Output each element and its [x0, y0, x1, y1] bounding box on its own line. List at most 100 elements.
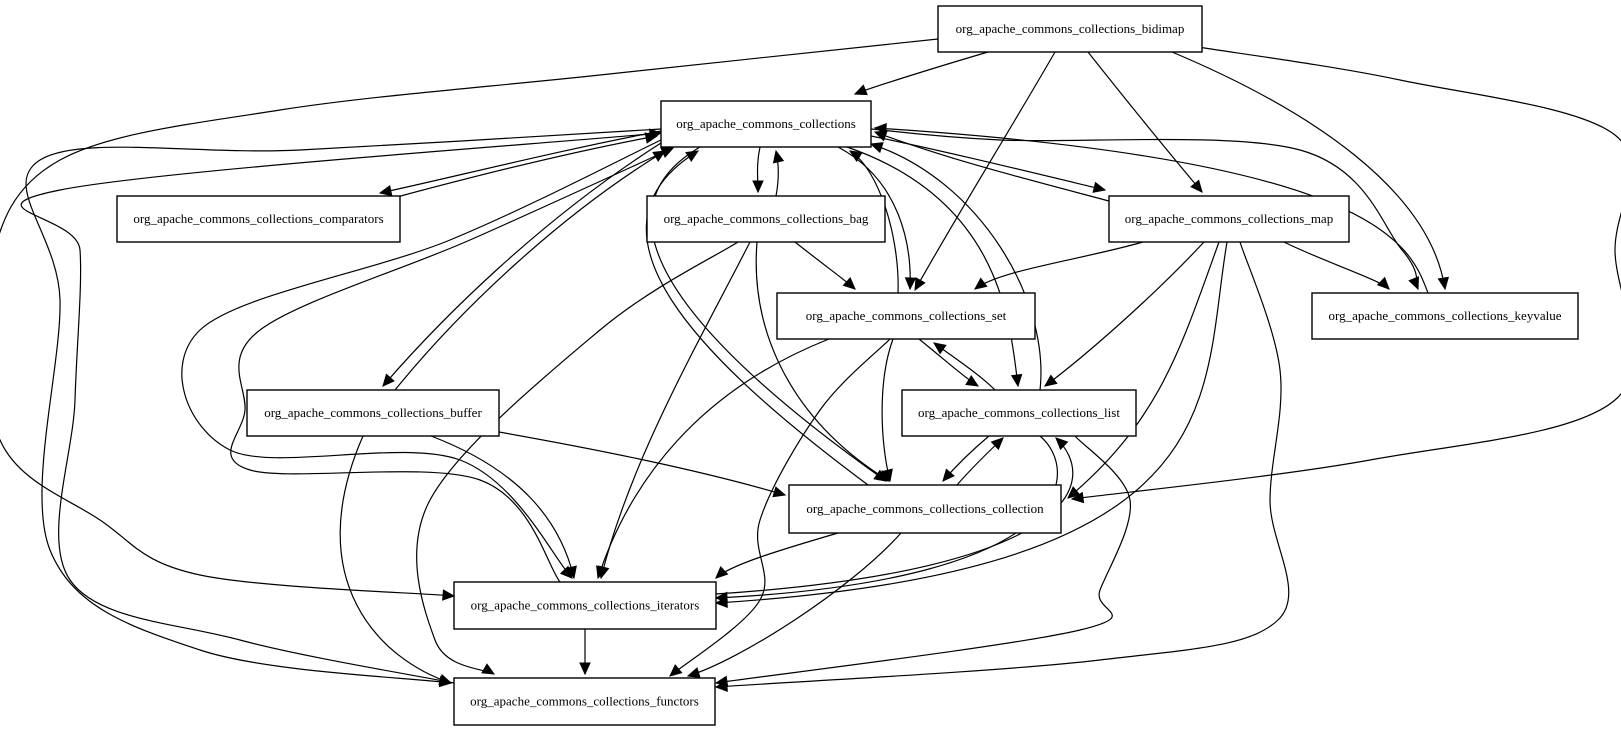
edge-line	[339, 435, 452, 684]
node-keyvalue[interactable]: org_apache_commons_collections_keyvalue	[1311, 292, 1579, 340]
node-collections[interactable]: org_apache_commons_collections	[660, 100, 872, 148]
edge-buffer-to-functors	[339, 435, 453, 685]
arrowhead-icon	[715, 565, 729, 579]
node-comparators[interactable]: org_apache_commons_collections_comparato…	[116, 195, 401, 243]
edge-bag-to-set	[794, 241, 856, 290]
arrowhead-icon	[1376, 276, 1390, 290]
edge-line	[881, 338, 894, 482]
edge-line	[0, 38, 939, 597]
node-label: org_apache_commons_collections_set	[806, 308, 1007, 323]
arrowhead-icon	[596, 565, 608, 580]
node-label: org_apache_commons_collections_keyvalue	[1329, 308, 1562, 323]
edge-line	[870, 143, 1042, 391]
node-buffer[interactable]: org_apache_commons_collections_buffer	[246, 389, 500, 437]
arrowhead-icon	[904, 277, 917, 291]
edge-line	[430, 435, 575, 579]
arrowhead-icon	[714, 675, 729, 688]
edge-line	[974, 241, 1144, 290]
node-label: org_apache_commons_collections_bag	[664, 211, 869, 226]
arrowhead-icon	[686, 667, 701, 679]
arrowhead-icon	[649, 128, 663, 140]
arrowhead-icon	[942, 468, 955, 482]
node-functors[interactable]: org_apache_commons_collections_functors	[453, 677, 716, 726]
edge-bag-to-iterators	[598, 241, 751, 580]
node-box	[660, 100, 872, 148]
edge-collections-to-keyvalue	[870, 128, 1419, 291]
arrowhead-icon	[481, 663, 496, 675]
node-box	[646, 195, 886, 243]
arrowhead-icon	[714, 591, 728, 604]
edge-line	[20, 132, 662, 684]
node-iterators[interactable]: org_apache_commons_collections_iterators	[453, 581, 717, 630]
nodes-layer: org_apache_commons_collections_bidimapor…	[116, 5, 1579, 726]
edge-map-to-keyvalue	[1283, 241, 1390, 290]
edge-list-to-set	[933, 342, 996, 391]
arrowhead-icon	[869, 142, 884, 154]
node-box	[1108, 195, 1350, 243]
node-set[interactable]: org_apache_commons_collections_set	[776, 292, 1036, 340]
edge-functors-to-collections	[20, 128, 663, 684]
edge-line	[715, 532, 839, 579]
node-box	[776, 292, 1036, 340]
edge-collection-to-iterators	[715, 532, 839, 579]
edge-line	[230, 147, 674, 583]
arrowhead-icon	[382, 373, 395, 387]
edge-collections-to-buffer	[382, 142, 662, 387]
arrowhead-icon	[772, 149, 785, 164]
edge-line	[715, 241, 1228, 604]
edge-list-to-functors	[714, 435, 1131, 688]
edge-line	[416, 241, 739, 675]
node-label: org_apache_commons_collections	[676, 116, 856, 131]
arrowhead-icon	[1437, 276, 1449, 291]
edge-line	[597, 338, 830, 579]
node-list[interactable]: org_apache_commons_collections_list	[901, 389, 1137, 437]
arrowhead-icon	[965, 375, 980, 387]
node-box	[453, 677, 716, 726]
edge-line	[933, 342, 996, 391]
arrowhead-icon	[1067, 486, 1081, 499]
edge-line	[669, 338, 891, 677]
node-collection[interactable]: org_apache_commons_collections_collectio…	[788, 484, 1062, 534]
arrowhead-icon	[438, 673, 453, 685]
arrowhead-icon	[1055, 437, 1069, 451]
edge-line	[1067, 241, 1220, 499]
node-map[interactable]: org_apache_commons_collections_map	[1108, 195, 1350, 243]
edge-line	[382, 142, 662, 387]
edge-map-to-set	[974, 241, 1144, 290]
edge-bidimap-to-map	[1087, 51, 1203, 193]
node-bag[interactable]: org_apache_commons_collections_bag	[646, 195, 886, 243]
node-label: org_apache_commons_collections_iterators	[471, 598, 700, 613]
arrowhead-icon	[660, 147, 675, 159]
edge-list-to-collections	[869, 142, 1042, 391]
edge-line	[1283, 241, 1390, 290]
edge-line	[181, 139, 662, 579]
edge-map-to-list	[1044, 241, 1205, 387]
arrowhead-icon	[974, 277, 988, 290]
arrowhead-icon	[873, 122, 887, 135]
edge-line	[1044, 241, 1205, 387]
edge-line	[837, 146, 911, 290]
edge-line	[914, 51, 1056, 291]
edge-iterators-to-functors	[579, 629, 591, 676]
arrowhead-icon	[565, 565, 577, 580]
arrowhead-icon	[685, 150, 700, 162]
edge-bidimap-to-collections	[853, 51, 989, 96]
edge-set-to-iterators	[596, 338, 830, 580]
node-label: org_apache_commons_collections_bidimap	[956, 21, 1185, 36]
edge-map-to-collection	[1067, 241, 1220, 499]
edge-line	[396, 135, 658, 198]
arrowhead-icon	[669, 664, 683, 677]
node-box	[788, 484, 1062, 534]
edge-line	[25, 128, 662, 684]
arrowhead-icon	[881, 468, 893, 483]
arrowhead-icon	[579, 662, 591, 676]
edge-collections-to-list	[846, 146, 1023, 388]
node-box	[937, 5, 1203, 53]
node-bidimap[interactable]: org_apache_commons_collections_bidimap	[937, 5, 1203, 53]
arrowhead-icon	[1010, 373, 1023, 388]
edge-map-to-collections	[873, 130, 1110, 202]
edge-line	[874, 131, 1110, 202]
edge-line	[854, 51, 989, 95]
edge-line	[870, 128, 1419, 290]
node-box	[246, 389, 500, 437]
